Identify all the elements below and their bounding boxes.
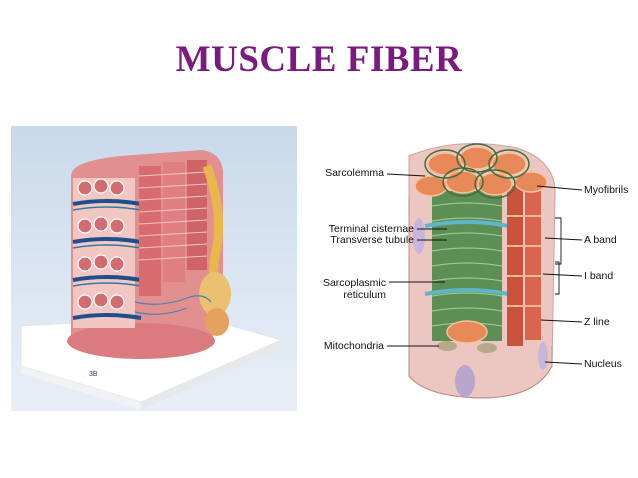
label-z-line: Z line bbox=[584, 316, 610, 328]
transverse-tubules bbox=[424, 220, 510, 296]
label-myofibrils: Myofibrils bbox=[584, 184, 629, 196]
svg-text:3B: 3B bbox=[89, 371, 98, 378]
nucleus-shape bbox=[455, 365, 475, 397]
model-cut-face bbox=[72, 178, 142, 328]
sarcolemma-leader bbox=[386, 173, 426, 177]
mitochondria-shapes bbox=[437, 341, 497, 353]
label-transverse-tubule: Transverse tubule bbox=[330, 234, 414, 246]
slide-title: MUSCLE FIBER bbox=[175, 39, 463, 80]
label-mitochondria: Mitochondria bbox=[323, 340, 384, 352]
nucleus-leader bbox=[544, 361, 583, 365]
model-photo-panel: 3B bbox=[11, 126, 297, 411]
label-a-band: A band bbox=[584, 234, 617, 246]
myofibril-discs bbox=[414, 146, 548, 344]
model-myofibrils bbox=[138, 160, 208, 296]
label-sarcoplasmic: Sarcoplasmic bbox=[322, 277, 386, 289]
i-band-leader bbox=[542, 273, 583, 277]
label-reticulum: reticulum bbox=[343, 289, 386, 301]
a-band-leader bbox=[544, 237, 583, 241]
muscle-fiber-diagram bbox=[386, 143, 583, 399]
label-nucleus: Nucleus bbox=[584, 358, 622, 370]
sarcoplasmic-reticulum-body bbox=[432, 191, 502, 341]
myofibrils-leader bbox=[536, 185, 583, 191]
z-line-leader bbox=[540, 319, 583, 323]
label-sarcolemma: Sarcolemma bbox=[325, 167, 384, 179]
myofibril-columns bbox=[507, 186, 541, 346]
anatomical-model-photo: 3B bbox=[20, 150, 283, 410]
label-i-band: I band bbox=[584, 270, 614, 282]
model-nerve-ending bbox=[199, 164, 231, 336]
label-terminal-cisternae: Terminal cisternae bbox=[328, 223, 414, 235]
